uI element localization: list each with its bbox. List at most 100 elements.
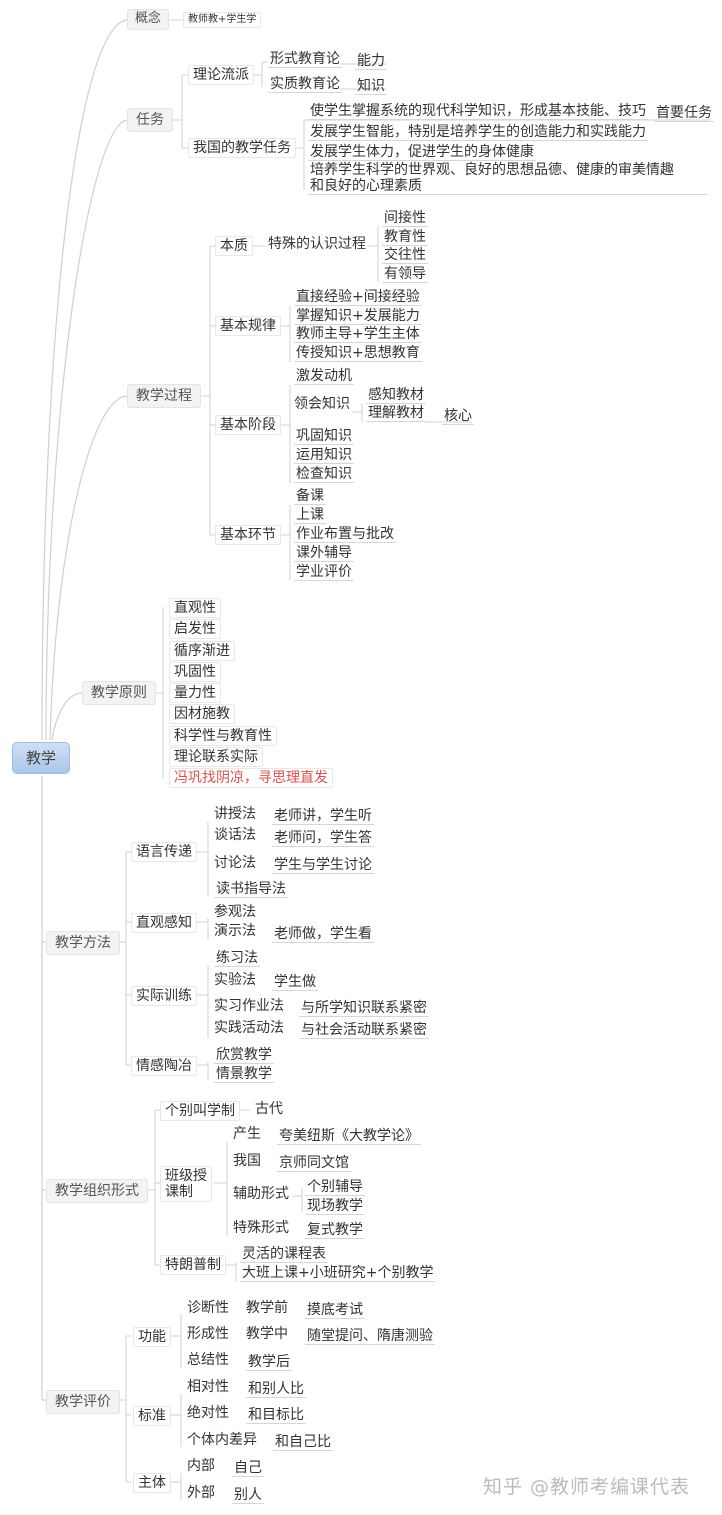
principle-6: 因材施教 xyxy=(169,704,235,725)
trump-item-2: 大班上课+小班研究+个别教学 xyxy=(240,1265,436,1283)
material-education-node[interactable]: 实质教育论 xyxy=(268,76,342,94)
principle-1: 直观性 xyxy=(169,598,221,619)
individual-system-node[interactable]: 个别叫学制 xyxy=(160,1101,240,1122)
methods-node[interactable]: 教学方法 xyxy=(46,931,120,956)
demo-value: 老师做，学生看 xyxy=(272,926,374,944)
internal-label: 内部 xyxy=(187,1458,215,1474)
law-1: 直接经验+间接经验 xyxy=(294,289,422,307)
root-node[interactable]: 教学 xyxy=(12,742,70,774)
theory-school-node[interactable]: 理论流派 xyxy=(188,65,254,86)
china-label: 我国 xyxy=(233,1153,261,1169)
china-task-item-3[interactable]: 发展学生体力，促进学生的身体健康 xyxy=(308,144,536,162)
diagnostic-time: 教学前 xyxy=(246,1300,288,1316)
china-task-item-4-line2: 和良好的心理素质 xyxy=(310,178,422,195)
law-2: 掌握知识+发展能力 xyxy=(294,308,422,326)
practice-node[interactable]: 实际训练 xyxy=(131,986,197,1007)
class-system-line1: 班级授 xyxy=(165,1168,207,1184)
evaluation-node[interactable]: 教学评价 xyxy=(46,1390,120,1415)
link-homework: 作业布置与批改 xyxy=(294,526,396,544)
experiment-value: 学生做 xyxy=(272,974,318,992)
individual-system-value: 古代 xyxy=(255,1101,283,1117)
aux-individual: 个别辅导 xyxy=(305,1179,365,1197)
internship-method: 实习作业法 xyxy=(214,998,284,1014)
essence-node[interactable]: 本质 xyxy=(215,236,253,257)
formative-label: 形成性 xyxy=(187,1326,229,1342)
formal-education-node[interactable]: 形式教育论 xyxy=(268,51,342,69)
process-node[interactable]: 教学过程 xyxy=(127,384,201,409)
laws-node[interactable]: 基本规律 xyxy=(215,316,281,337)
link-lesson: 上课 xyxy=(294,507,326,525)
core-note: 核心 xyxy=(442,408,474,426)
trait-indirect: 间接性 xyxy=(382,210,428,228)
talk-method: 谈话法 xyxy=(214,827,256,843)
lecture-method: 讲授法 xyxy=(214,806,256,822)
china-task-node[interactable]: 我国的教学任务 xyxy=(188,138,296,159)
diagnostic-value: 摸底考试 xyxy=(305,1302,365,1320)
china-value: 京师同文馆 xyxy=(277,1155,351,1173)
summative-label: 总结性 xyxy=(187,1352,229,1368)
principle-5: 量力性 xyxy=(169,683,221,704)
appreciation-method: 欣赏教学 xyxy=(214,1047,274,1065)
law-3: 教师主导+学生主体 xyxy=(294,326,422,344)
absolute-label: 绝对性 xyxy=(187,1405,229,1421)
class-system-node[interactable]: 班级授 课制 xyxy=(160,1166,212,1203)
intra-individual-label: 个体内差异 xyxy=(187,1432,257,1448)
china-task-item-4[interactable]: 培养学生科学的世界观、良好的思想品德、健康的审美情趣 和良好的心理素质 xyxy=(308,162,707,196)
internal-value: 自己 xyxy=(232,1460,264,1478)
principle-2: 启发性 xyxy=(169,619,221,640)
relative-label: 相对性 xyxy=(187,1379,229,1395)
links-node[interactable]: 基本环节 xyxy=(215,525,281,546)
talk-value: 老师问，学生答 xyxy=(272,830,374,848)
stages-node[interactable]: 基本阶段 xyxy=(215,415,281,436)
stage-check: 检查知识 xyxy=(294,466,354,484)
demo-method: 演示法 xyxy=(214,923,256,939)
trait-interactive: 交往性 xyxy=(382,247,428,265)
intra-individual-value: 和自己比 xyxy=(273,1434,333,1452)
watermark: 知乎 @教师考编课代表 xyxy=(483,1476,691,1498)
china-task-item-1[interactable]: 使学生掌握系统的现代科学知识，形成基本技能、技巧 xyxy=(308,103,648,121)
link-prepare: 备课 xyxy=(294,488,326,506)
special-form-label: 特殊形式 xyxy=(233,1220,289,1236)
stage-apply: 运用知识 xyxy=(294,447,354,465)
concept-node[interactable]: 概念 xyxy=(127,9,170,30)
aux-field: 现场教学 xyxy=(305,1198,365,1216)
visit-method: 参观法 xyxy=(214,904,256,920)
activity-value: 与社会活动联系紧密 xyxy=(299,1022,429,1040)
trump-system-node[interactable]: 特朗普制 xyxy=(160,1255,226,1276)
material-education-value: 知识 xyxy=(355,78,387,96)
link-evaluation: 学业评价 xyxy=(294,564,354,582)
relative-value: 和别人比 xyxy=(246,1381,306,1399)
language-node[interactable]: 语言传递 xyxy=(131,842,197,863)
china-task-item-2[interactable]: 发展学生智能，特别是培养学生的创造能力和实践能力 xyxy=(308,124,648,142)
law-4: 传授知识+思想教育 xyxy=(294,345,422,363)
principles-node[interactable]: 教学原则 xyxy=(82,681,156,706)
origin-value: 夸美纽斯《大教学论》 xyxy=(277,1128,421,1146)
special-form-value: 复式教学 xyxy=(305,1222,365,1240)
primary-task-note: 首要任务 xyxy=(654,105,714,123)
china-task-item-4-line1: 培养学生科学的世界观、良好的思想品德、健康的审美情趣 xyxy=(310,162,674,178)
emotion-node[interactable]: 情感陶冶 xyxy=(131,1056,197,1077)
formal-education-value: 能力 xyxy=(355,53,387,71)
internship-value: 与所学知识联系紧密 xyxy=(299,1000,429,1018)
exercise-method: 练习法 xyxy=(214,950,260,968)
organization-node[interactable]: 教学组织形式 xyxy=(46,1179,148,1204)
experiment-method: 实验法 xyxy=(214,972,256,988)
discussion-method: 讨论法 xyxy=(214,855,256,871)
comprehend-perceive: 感知教材 xyxy=(366,387,426,405)
external-value: 别人 xyxy=(232,1487,264,1505)
formative-value: 随堂提问、隋唐测验 xyxy=(305,1328,435,1346)
scenario-method: 情景教学 xyxy=(214,1066,274,1084)
principles-mnemonic: 冯巩找阴凉，寻思理直发 xyxy=(169,768,333,789)
standard-node[interactable]: 标准 xyxy=(133,1406,171,1427)
trait-educational: 教育性 xyxy=(382,229,428,247)
link-tutoring: 课外辅导 xyxy=(294,545,354,563)
task-node[interactable]: 任务 xyxy=(127,108,173,133)
stage-comprehend: 领会知识 xyxy=(294,396,350,412)
function-node[interactable]: 功能 xyxy=(133,1327,171,1348)
subject-node[interactable]: 主体 xyxy=(133,1473,171,1494)
stage-consolidate: 巩固知识 xyxy=(294,428,354,446)
essence-value: 特殊的认识过程 xyxy=(268,236,366,252)
visual-node[interactable]: 直观感知 xyxy=(131,913,197,934)
